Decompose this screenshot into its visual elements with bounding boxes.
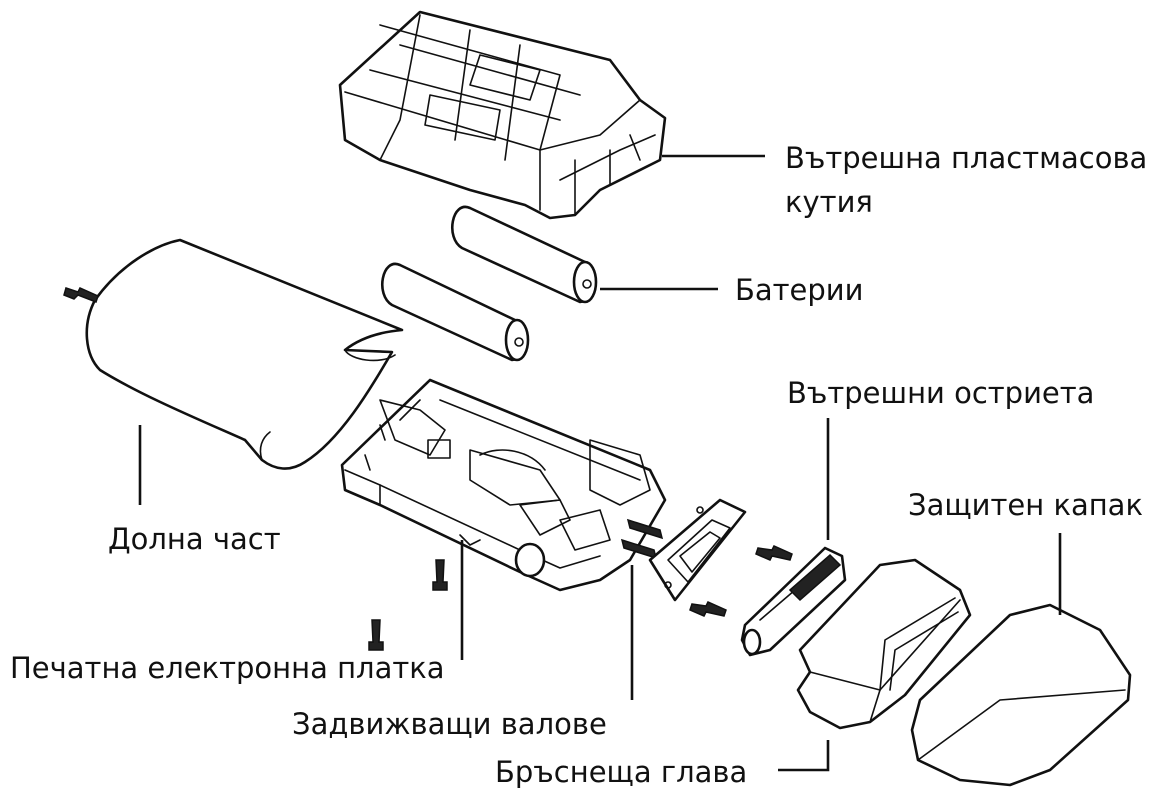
main-body-housing [340,378,667,592]
label-shaving-head: Бръснеща глава [495,755,747,789]
label-inner-case-line2: кутия [785,185,873,219]
drive-shafts-pins [620,518,664,560]
label-protective-cap: Защитен капак [908,488,1143,522]
label-batteries: Батерии [735,273,864,307]
label-pcb: Печатна електронна платка [10,651,445,685]
screw-left [63,287,99,303]
protective-cap-part [910,603,1132,787]
label-bottom-part: Долна част [108,522,281,556]
screw-bottom-2 [368,619,384,651]
batteries [381,205,598,362]
bottom-part-shell [85,238,404,470]
screw-blade-lower [689,601,727,617]
inner-blades-part [740,546,847,657]
leader-shaving-head [778,740,830,772]
screw-blade-upper [755,545,793,561]
battery-upper [451,205,598,304]
label-inner-blades: Вътрешни остриета [787,376,1094,410]
label-drive-shafts: Задвижващи валове [292,707,607,741]
inner-plastic-case [338,10,667,220]
mounting-plate [648,498,747,602]
label-inner-case-line1: Вътрешна пластмасова [785,141,1147,175]
battery-lower [381,262,530,362]
shaving-head-part [796,558,972,730]
screw-bottom-1 [432,559,448,591]
